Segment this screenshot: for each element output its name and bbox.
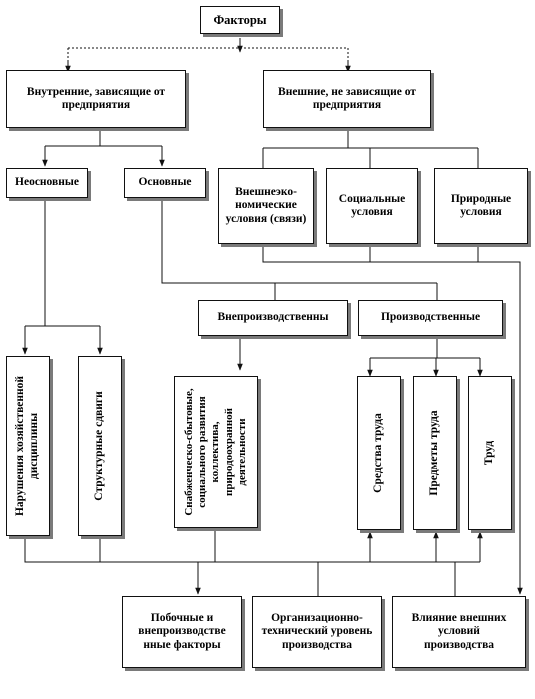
- connector-ext-bottom: [262, 244, 521, 580]
- node-supply-social: Снабженческо-сбытовые, социального разви…: [174, 376, 258, 528]
- node-discipline-violation: Нарушения хозяйственной дисциплины: [6, 356, 50, 536]
- connector-bottom-bus: [24, 528, 480, 563]
- node-internal: Внутренние, зависящие от предприятия: [6, 70, 186, 128]
- connector-basic: [161, 198, 438, 300]
- connector-production: [369, 336, 481, 368]
- connector-nonbasic: [24, 198, 101, 346]
- node-production: Производственные: [358, 300, 503, 336]
- connector-external: [262, 128, 479, 168]
- node-ext-natural: Природные условия: [434, 168, 528, 244]
- node-nonbasic: Неосновные: [6, 168, 88, 198]
- node-discipline-violation-label: Нарушения хозяйственной дисциплины: [14, 375, 40, 517]
- node-external: Внешние, не зависящие от предприятия: [263, 70, 431, 128]
- node-objects-of-labor-label: Предметы труда: [428, 410, 441, 496]
- node-ext-social: Социальные условия: [326, 168, 418, 244]
- node-side-factors: Побочные и внепроизводстве нные факторы: [122, 596, 242, 668]
- node-labor: Труд: [468, 376, 512, 530]
- node-labor-label: Труд: [483, 440, 496, 466]
- node-structural-shifts-label: Структурные сдвиги: [93, 391, 106, 501]
- node-factors: Факторы: [200, 6, 280, 34]
- node-means-of-labor-label: Средства труда: [372, 413, 385, 493]
- node-objects-of-labor: Предметы труда: [413, 376, 457, 530]
- node-means-of-labor: Средства труда: [357, 376, 401, 530]
- node-external-influence: Влияние внешних условий производства: [392, 596, 526, 668]
- node-nonproduction: Внепроизводственны: [198, 300, 348, 336]
- node-supply-social-label: Снабженческо-сбытовые, социального разви…: [183, 388, 248, 516]
- connector-internal: [44, 128, 163, 162]
- node-org-tech-level: Организационно-технический уровень произ…: [252, 596, 382, 668]
- node-basic: Основные: [124, 168, 206, 198]
- node-ext-economic: Внешнеэко-номические условия (связи): [218, 168, 314, 244]
- node-structural-shifts: Структурные сдвиги: [78, 356, 122, 536]
- connector-root: [67, 34, 349, 70]
